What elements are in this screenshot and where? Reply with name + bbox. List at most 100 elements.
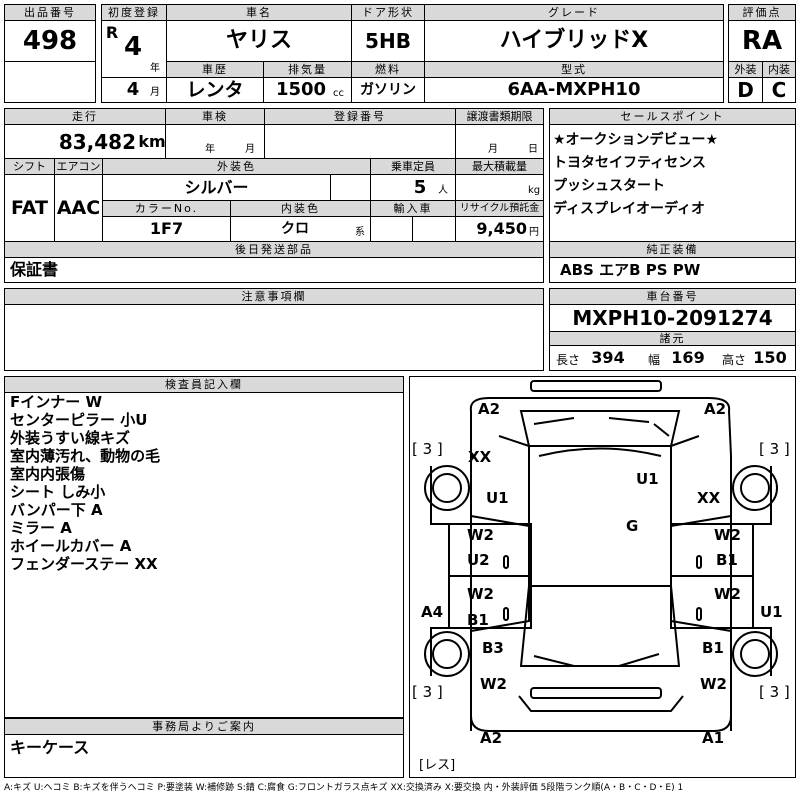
damage-b3: B3 xyxy=(482,639,504,657)
length: 394 xyxy=(591,348,625,367)
damage-a1-br: A1 xyxy=(702,729,725,747)
inspector-note: Fインナー W xyxy=(10,393,103,411)
chassis-header: 車台番号 xyxy=(549,288,796,305)
first-reg-divider xyxy=(101,77,167,78)
damage-g: G xyxy=(626,517,639,535)
car-diagram xyxy=(424,380,778,732)
doors-header: ドア形状 xyxy=(351,4,425,21)
damage-u1-c: U1 xyxy=(636,470,659,488)
capacity: 5 xyxy=(413,176,427,198)
inspection-month-unit: 月 xyxy=(245,144,255,155)
inspector-note: 室内薄汚れ、動物の毛 xyxy=(10,447,161,465)
color-no: 1F7 xyxy=(149,219,184,238)
inspector-header: 検査員記入欄 xyxy=(4,376,404,393)
int-color-unit: 系 xyxy=(355,227,365,238)
office-box xyxy=(4,734,404,778)
load-unit: kg xyxy=(528,185,541,196)
recycle: 9,450 xyxy=(476,219,527,238)
accessories-box xyxy=(4,257,544,283)
height-label: 高さ xyxy=(722,353,747,367)
car-name: ヤリス xyxy=(225,28,292,53)
displacement-unit: cc xyxy=(333,88,344,99)
chassis: MXPH10-2091274 xyxy=(572,306,773,330)
damage-xx-l: XX xyxy=(468,448,492,466)
inspector-note: ミラー A xyxy=(10,519,72,537)
model-type-box xyxy=(424,77,724,103)
fuel: ガソリン xyxy=(360,82,416,98)
damage-diagram-box xyxy=(409,376,796,778)
equipment-box xyxy=(549,257,796,283)
damage-w2-5: W2 xyxy=(480,675,507,693)
transfer-day-unit: 日 xyxy=(528,144,538,155)
displacement-header: 排気量 xyxy=(263,61,352,78)
inspector-box xyxy=(4,392,404,718)
damage-xx-r: XX xyxy=(697,489,721,507)
damage-u1-r: U1 xyxy=(760,603,783,621)
tire-br: [ 3 ] xyxy=(759,683,790,701)
sales-point: トヨタセイフティセンス xyxy=(553,155,706,171)
transfer-month-unit: 月 xyxy=(488,144,498,155)
lot-no-lower-box xyxy=(4,61,96,103)
score: RA xyxy=(741,26,783,56)
damage-a2-tr: A2 xyxy=(704,400,727,418)
recycle-unit: 円 xyxy=(529,227,539,238)
exterior-score: D xyxy=(737,78,754,102)
damage-b1-1: B1 xyxy=(716,551,738,569)
ext-color-extra-box xyxy=(330,174,371,201)
accessories: 保証書 xyxy=(10,260,59,279)
length-label: 長さ xyxy=(556,353,581,367)
inspector-note: センターピラー 小U xyxy=(10,411,148,429)
import-box-2 xyxy=(412,216,456,242)
tire-tr: [ 3 ] xyxy=(759,440,790,458)
lot-no-header: 出品番号 xyxy=(4,4,96,21)
color-no-header: カラーNo. xyxy=(102,200,231,217)
damage-w2-1: W2 xyxy=(467,526,494,544)
mileage-header: 走行 xyxy=(4,108,166,125)
displacement: 1500 xyxy=(275,79,327,100)
sales-point: プッシュスタート xyxy=(553,178,665,194)
tire-bl: [ 3 ] xyxy=(412,683,443,701)
reg-no-header: 登録番号 xyxy=(264,108,456,125)
grade: ハイブリッドX xyxy=(499,28,649,53)
history-header: 車歴 xyxy=(166,61,264,78)
accessories-header: 後日発送部品 xyxy=(4,241,544,258)
damage-a2-tl: A2 xyxy=(478,400,501,418)
width: 169 xyxy=(671,348,705,367)
specs-header: 諸元 xyxy=(549,331,796,346)
inspector-notes: Fインナー W センターピラー 小U 外装うすい線キズ 室内薄汚れ、動物の毛 室… xyxy=(10,393,160,573)
damage-w2-3: W2 xyxy=(467,585,494,603)
aircon: AAC xyxy=(56,196,101,219)
width-label: 幅 xyxy=(648,353,661,367)
inspector-note: 外装うすい線キズ xyxy=(10,429,131,447)
int-color: クロ xyxy=(281,221,309,237)
height: 150 xyxy=(753,348,787,367)
reg-month: 4 xyxy=(126,79,140,100)
office-header: 事務局よりご案内 xyxy=(4,718,404,735)
reg-no-box xyxy=(264,124,456,159)
history: レンタ xyxy=(186,78,244,101)
sales-points-header: セールスポイント xyxy=(549,108,796,125)
damage-w2-2: W2 xyxy=(714,526,741,544)
month-unit: 月 xyxy=(150,87,160,98)
era: R xyxy=(105,23,119,42)
inspection-year-unit: 年 xyxy=(205,144,215,155)
car-name-header: 車名 xyxy=(166,4,352,21)
exterior-header: 外装 xyxy=(728,61,763,78)
sales-point: ディスプレイオーディオ xyxy=(553,201,706,217)
interior-header: 内装 xyxy=(762,61,796,78)
grade-header: グレード xyxy=(424,4,724,21)
model-type-header: 型式 xyxy=(424,61,724,78)
ext-color: シルバー xyxy=(184,177,249,197)
inspection-header: 車検 xyxy=(165,108,265,125)
damage-u2: U2 xyxy=(467,551,490,569)
damage-w2-6: W2 xyxy=(700,675,727,693)
inspector-note: バンパー下 A xyxy=(10,501,103,519)
shift-header: シフト xyxy=(4,158,55,175)
import-header: 輸入車 xyxy=(370,200,456,217)
office-note: キーケース xyxy=(10,738,90,757)
sales-points: ★オークションデビュー★ トヨタセイフティセンス プッシュスタート ディスプレイ… xyxy=(553,129,718,221)
shift: FAT xyxy=(11,196,48,219)
int-color-header: 内装色 xyxy=(230,200,371,217)
damage-a4: A4 xyxy=(421,603,444,621)
fuel-header: 燃料 xyxy=(351,61,425,78)
